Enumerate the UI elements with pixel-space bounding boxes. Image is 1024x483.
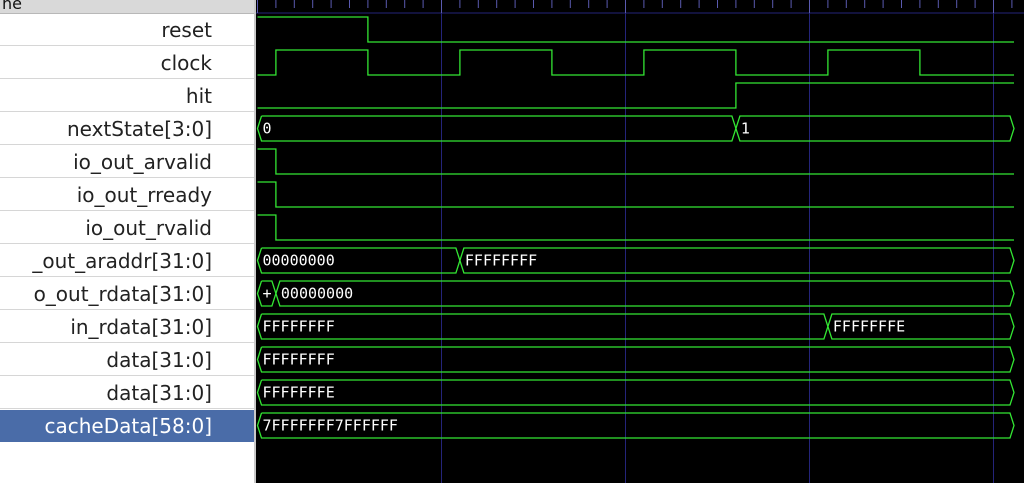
bus-value-data_b: FFFFFFFE <box>263 384 335 402</box>
signal-row-hit[interactable]: hit <box>0 80 254 112</box>
signal-label: nextState[3:0] <box>66 117 212 141</box>
signal-label: o_out_rdata[31:0] <box>33 282 212 306</box>
signal-label: io_out_rready <box>76 183 212 207</box>
bus-value-in_rdata: FFFFFFFF <box>263 318 335 336</box>
signal-row-clock[interactable]: clock <box>0 47 254 79</box>
bus-segment-data_a <box>256 346 1015 373</box>
signal-name-panel: ne reset clock hit nextState[3:0] io_out… <box>0 0 256 483</box>
trace-clock <box>257 49 1014 76</box>
bus-segment-io_out_araddr <box>256 247 461 274</box>
signal-row-data-2[interactable]: data[31:0] <box>0 377 254 409</box>
name-column-header-label: ne <box>2 0 22 13</box>
signal-row-io-out-rdata[interactable]: o_out_rdata[31:0] <box>0 278 254 310</box>
bus-segment-io_out_rdata <box>275 280 1015 307</box>
signal-row-io-out-araddr[interactable]: _out_araddr[31:0] <box>0 245 254 277</box>
bus-value-io_out_rdata: + <box>263 285 272 303</box>
signal-row-io-out-rvalid[interactable]: io_out_rvalid <box>0 212 254 244</box>
trace-reset <box>257 16 1014 43</box>
bus-segment-cacheData <box>256 412 1015 439</box>
bus-segment-io_out_araddr <box>459 247 1015 274</box>
signal-label: reset <box>161 18 212 42</box>
signal-row-in-rdata[interactable]: in_rdata[31:0] <box>0 311 254 343</box>
signal-label: _out_araddr[31:0] <box>32 249 212 273</box>
bus-segment-nextState <box>735 115 1015 142</box>
bus-value-nextState: 1 <box>741 120 750 138</box>
bus-segment-nextState <box>256 115 737 142</box>
bus-segment-data_b <box>256 379 1015 406</box>
trace-io_out_arvalid <box>257 148 1014 175</box>
bus-value-io_out_rdata: 00000000 <box>281 285 353 303</box>
signal-label: in_rdata[31:0] <box>70 315 212 339</box>
signal-row-io-out-rready[interactable]: io_out_rready <box>0 179 254 211</box>
signal-label: data[31:0] <box>106 381 212 405</box>
signal-label: cacheData[58:0] <box>44 414 213 438</box>
bus-value-io_out_araddr: 00000000 <box>263 252 335 270</box>
trace-io_out_rready <box>257 181 1014 208</box>
bus-value-in_rdata: FFFFFFFE <box>833 318 905 336</box>
signal-label: io_out_arvalid <box>73 150 212 174</box>
bus-segment-in_rdata <box>256 313 829 340</box>
signal-row-nextstate[interactable]: nextState[3:0] <box>0 113 254 145</box>
signal-row-data-1[interactable]: data[31:0] <box>0 344 254 376</box>
time-ruler <box>256 0 1024 13</box>
signal-label: data[31:0] <box>106 348 212 372</box>
signal-label: clock <box>160 51 212 75</box>
signal-row-cachedata[interactable]: cacheData[58:0] <box>0 410 254 442</box>
signal-label: io_out_rvalid <box>85 216 212 240</box>
signal-row-io-out-arvalid[interactable]: io_out_arvalid <box>0 146 254 178</box>
trace-io_out_rvalid <box>257 214 1014 241</box>
signal-row-reset[interactable]: reset <box>0 14 254 46</box>
bus-value-cacheData: 7FFFFFFF7FFFFFF <box>263 417 398 435</box>
bus-value-data_a: FFFFFFFF <box>263 351 335 369</box>
bus-value-io_out_araddr: FFFFFFFF <box>465 252 537 270</box>
bus-value-nextState: 0 <box>263 120 272 138</box>
trace-hit <box>257 82 1014 109</box>
bus-segment-in_rdata <box>827 313 1015 340</box>
bus-segment-io_out_rdata <box>256 280 277 307</box>
signal-label: hit <box>185 84 212 108</box>
name-column-header[interactable]: ne <box>0 0 254 14</box>
